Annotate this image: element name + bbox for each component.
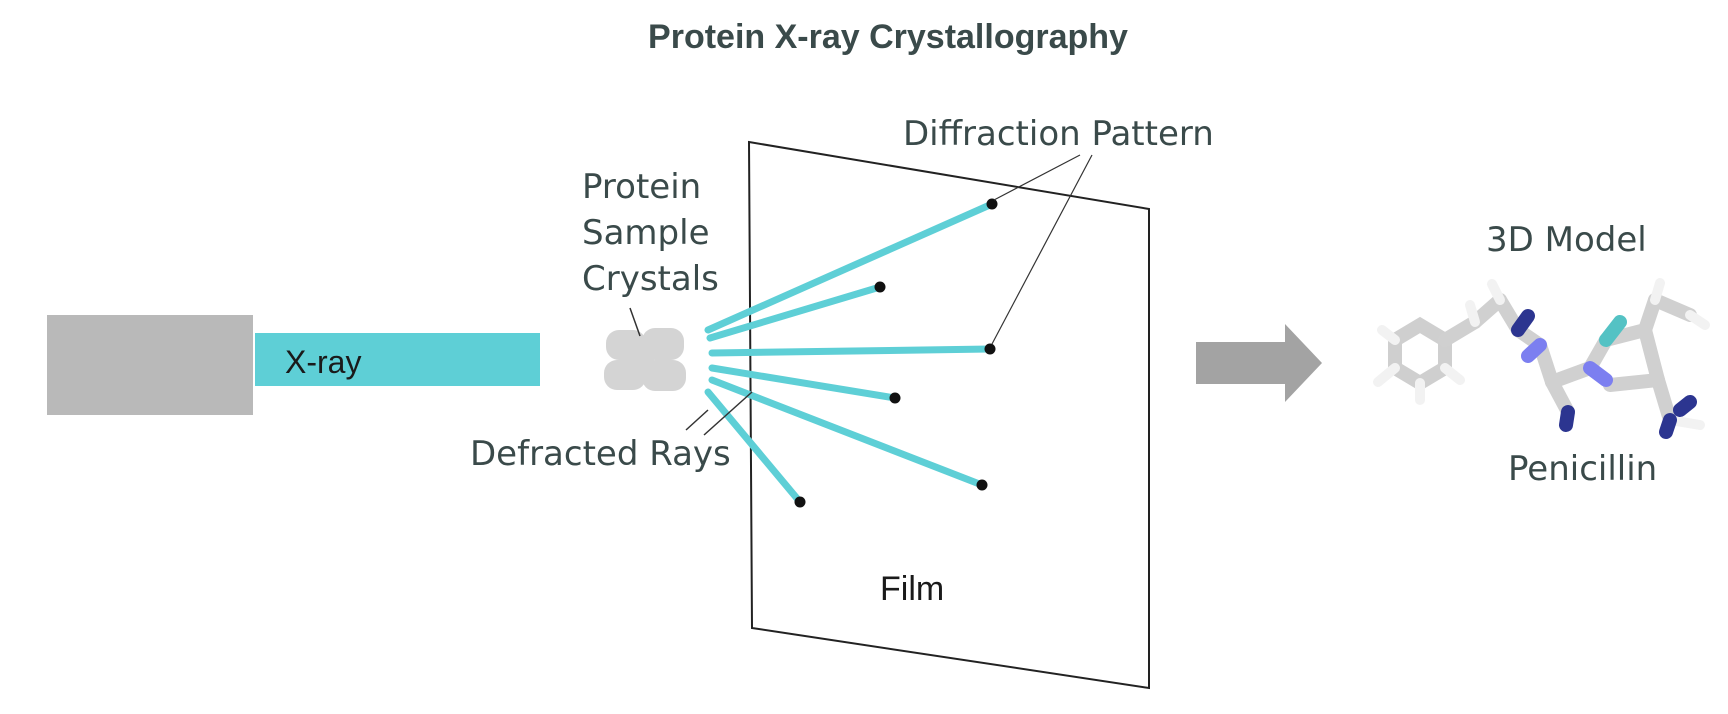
diagram-title: Protein X-ray Crystallography xyxy=(648,18,1128,56)
ray-5 xyxy=(708,376,986,489)
ray-4 xyxy=(708,364,899,402)
diffraction-pointer-1 xyxy=(993,154,1081,201)
diffraction-pointer-2 xyxy=(991,154,1093,345)
molecule-label: Penicillin xyxy=(1508,449,1657,489)
diffraction-spots xyxy=(794,198,998,508)
film-plane xyxy=(747,140,1150,690)
diffraction-label: Diffraction Pattern xyxy=(903,114,1214,154)
spot-5 xyxy=(976,479,988,491)
film-label: Film xyxy=(880,570,944,608)
ray-3 xyxy=(708,345,994,357)
xray-label: X-ray xyxy=(285,344,361,380)
protein-pointer xyxy=(629,307,641,337)
spot-3 xyxy=(984,343,996,355)
defracted-label: Defracted Rays xyxy=(470,434,731,474)
molecule-model xyxy=(1373,278,1710,439)
model-label: 3D Model xyxy=(1486,220,1647,260)
protein-label-line1: Protein xyxy=(582,167,701,207)
ray-6 xyxy=(704,388,804,506)
defracted-pointer-1 xyxy=(685,409,709,431)
xray-source-box xyxy=(47,315,253,415)
right-arrow xyxy=(1196,324,1322,402)
spot-4 xyxy=(889,392,901,404)
diffracted-rays xyxy=(704,200,996,506)
crystal-cluster xyxy=(604,328,686,391)
defracted-pointer-2 xyxy=(703,391,753,436)
ray-1 xyxy=(704,200,996,334)
protein-label-line3: Crystals xyxy=(582,259,719,299)
spot-2 xyxy=(874,281,886,293)
spot-6 xyxy=(794,496,806,508)
spot-1 xyxy=(986,198,998,210)
ray-2 xyxy=(706,283,884,342)
xray-beam xyxy=(255,333,540,386)
protein-label-line2: Sample xyxy=(582,213,709,253)
